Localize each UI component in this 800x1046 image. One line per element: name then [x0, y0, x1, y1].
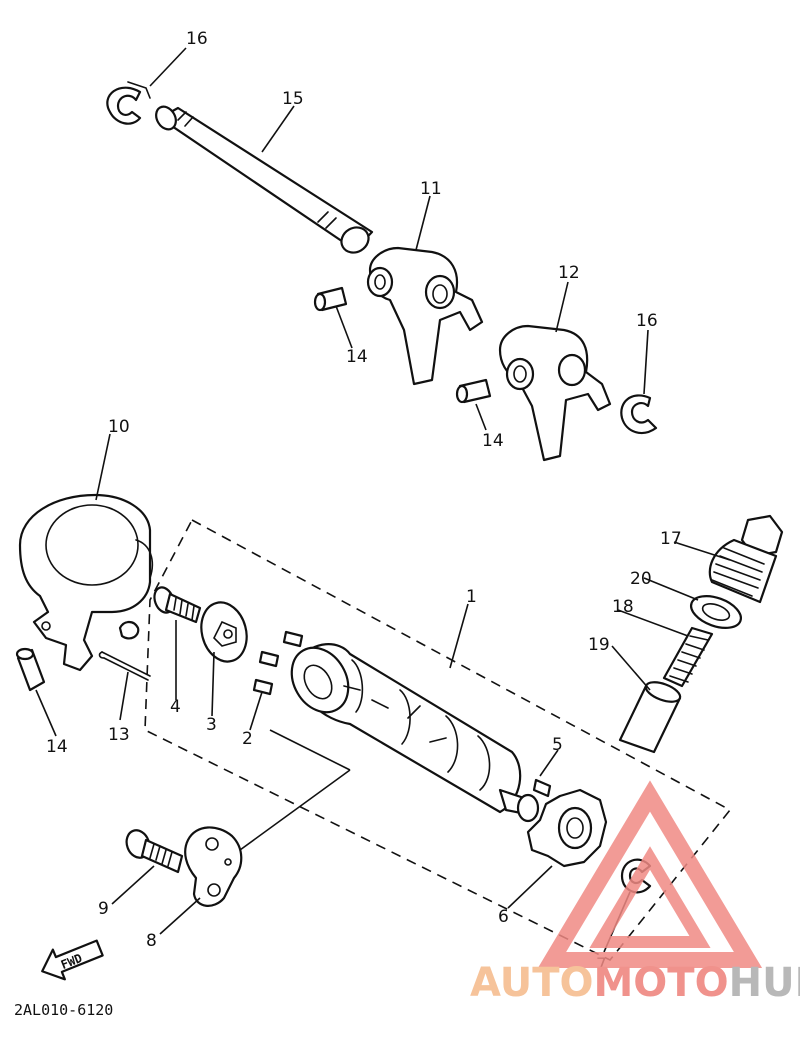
callout-11: 11 — [420, 179, 442, 199]
part-2-pins — [252, 630, 304, 696]
diagram-code: 2AL010-6120 — [14, 1001, 113, 1019]
callout-18: 18 — [612, 597, 634, 617]
part-19-plunger — [618, 681, 682, 754]
part-8-stopper-lever — [184, 826, 243, 907]
callout-1: 1 — [466, 587, 477, 607]
watermark-text: AUTOMOTOHUB — [470, 960, 800, 1006]
part-13-cotter-pin — [98, 651, 151, 681]
callout-3: 3 — [206, 715, 217, 735]
part-16-circlip-top — [106, 81, 151, 125]
part-16-circlip-right — [620, 394, 658, 435]
part-11-shift-fork — [366, 246, 484, 386]
callout-14-upper: 14 — [346, 347, 368, 367]
part-9-bolt — [125, 829, 184, 874]
leader-lines — [35, 47, 731, 953]
part-17-plug-bolt — [708, 514, 784, 604]
watermark-logo: AUTOMOTOHUB — [470, 780, 800, 1006]
part-12-shift-fork — [498, 324, 612, 462]
part-14-pin-upper — [313, 286, 348, 312]
part-14-pin-middle — [455, 378, 492, 404]
part-3-cam-plate — [200, 601, 248, 663]
callout-12: 12 — [558, 263, 580, 283]
callout-17: 17 — [660, 529, 682, 549]
callout-8: 8 — [146, 931, 157, 951]
callout-13: 13 — [108, 725, 130, 745]
callout-15: 15 — [282, 89, 304, 109]
part-20-gasket — [690, 595, 742, 629]
part-5-pin — [532, 778, 552, 798]
callout-labels: 16 15 11 12 14 16 14 10 17 20 18 19 1 4 … — [46, 29, 682, 975]
watermark-triangle-outer — [537, 780, 763, 968]
part-1-shift-drum — [290, 643, 540, 823]
part-18-spring — [662, 626, 714, 688]
callout-2: 2 — [242, 729, 253, 749]
callout-14-lower: 14 — [46, 737, 68, 757]
part-6-segment — [526, 788, 608, 868]
part-4-screw — [153, 586, 202, 624]
callout-6: 6 — [498, 907, 509, 927]
callout-10: 10 — [108, 417, 130, 437]
callout-16-right: 16 — [636, 311, 658, 331]
assembly-boundary — [144, 518, 732, 962]
watermark-triangle-inner — [589, 846, 711, 948]
part-14-pin-lower — [15, 647, 46, 692]
part-15-shift-shaft — [155, 105, 374, 254]
callout-14-middle: 14 — [482, 431, 504, 451]
fwd-arrow: FWD — [41, 939, 104, 981]
callout-16-top: 16 — [186, 29, 208, 49]
callout-19: 19 — [588, 635, 610, 655]
part-10-shift-fork — [18, 493, 154, 672]
callout-9: 9 — [98, 899, 109, 919]
callout-4: 4 — [170, 697, 181, 717]
callout-20: 20 — [630, 569, 652, 589]
callout-5: 5 — [552, 735, 563, 755]
